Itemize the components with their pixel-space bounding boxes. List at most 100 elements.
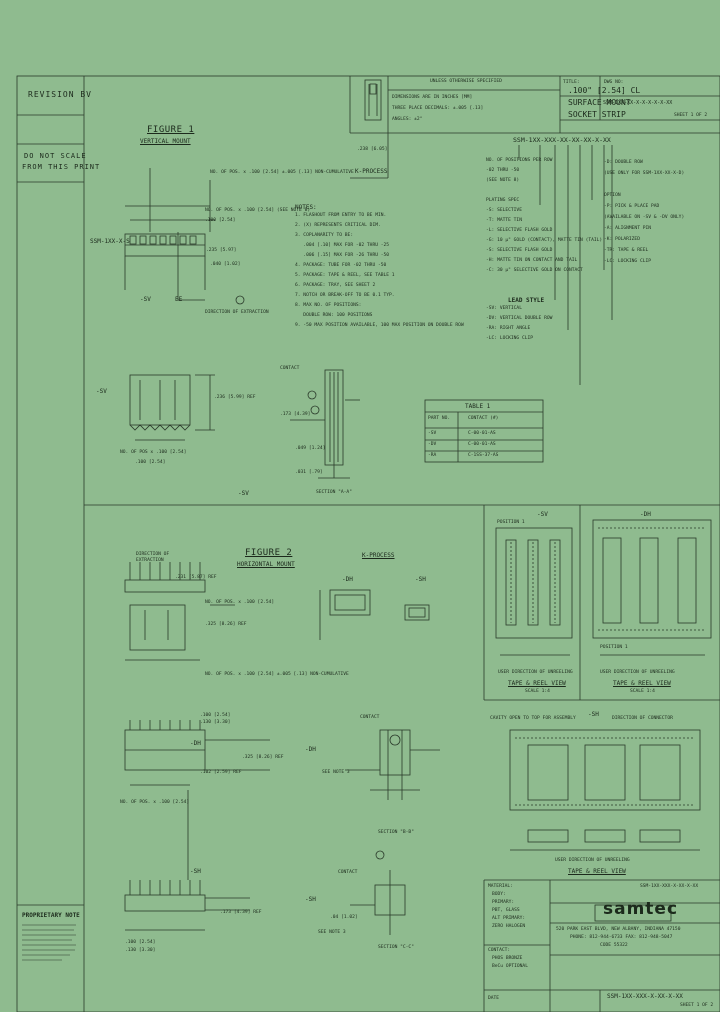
table1-cell: -DV bbox=[428, 442, 437, 447]
part-number-right-option-line: -D: DOUBLE ROW bbox=[604, 160, 643, 165]
part-number-option-line: -L: SELECTIVE FLASH GOLD bbox=[486, 228, 553, 233]
sv-section-label: -SV bbox=[96, 388, 107, 395]
section-a-dim2: .049 [1.24] bbox=[295, 446, 326, 451]
tape-sh-note2: DIRECTION OF CONNECTOR bbox=[612, 716, 673, 721]
figure1-sv-label: -SV bbox=[140, 296, 151, 303]
tape-sv-scale: SCALE 1:4 bbox=[525, 689, 550, 694]
contact-material-line: PHOS BRONZE bbox=[492, 956, 523, 961]
part-number-right-option-line: -P: PICK & PLACE PAD bbox=[604, 204, 660, 209]
part-number-option-line: (SEE NOTE 8) bbox=[486, 178, 520, 183]
tape-sv-label: -SV bbox=[537, 511, 548, 518]
do-not-scale-line2: FROM THIS PRINT bbox=[22, 163, 101, 171]
note-line: 7. NOTCH OR BREAK-OFF TO BE 0.1 TYP. bbox=[295, 293, 395, 298]
figure1-dim-235: .235 [5.97] bbox=[206, 248, 237, 253]
part-number-option-line: -02 THRU -50 bbox=[486, 168, 520, 173]
material-line: PBT, GLASS bbox=[492, 908, 520, 913]
table1-title: TABLE 1 bbox=[465, 403, 491, 410]
material-line: ZERO HALOGEN bbox=[492, 924, 526, 929]
title-line3: SOCKET STRIP bbox=[568, 110, 626, 119]
contact-label: CONTACT: bbox=[488, 948, 511, 953]
sheet-number: SHEET 1 OF 2 bbox=[674, 113, 708, 118]
figure2-dim-no-pos: NO. OF POS. x .100 [2.54] bbox=[205, 600, 275, 605]
note-line: 4. PACKAGE: TUBE FOR -02 THRU -50 bbox=[295, 263, 387, 268]
code-line: CODE 55322 bbox=[600, 943, 628, 948]
sv-dim-236: .236 [5.99] REF bbox=[214, 395, 256, 400]
section-b-dh: -DH bbox=[305, 746, 316, 753]
lead-style-line: -LC: LOCKING CLIP bbox=[486, 336, 534, 341]
part-number-right-option-line: -TR: TAPE & REEL bbox=[604, 248, 649, 253]
figure2-dim-325: .325 [8.26] REF bbox=[205, 622, 247, 627]
tolerance-line2: THREE PLACE DECIMALS: ±.005 [.13] bbox=[392, 106, 484, 111]
section-c-title: SECTION "C-C" bbox=[378, 945, 414, 950]
tape-sv-caption: TAPE & REEL VIEW bbox=[508, 680, 566, 687]
note-line: 8. MAX NO. OF POSITIONS: bbox=[295, 303, 362, 308]
section-b-see-note: SEE NOTE 3 bbox=[322, 770, 350, 775]
note-line: .006 [.15] MAX FOR -26 THRU -50 bbox=[295, 253, 390, 258]
figure2-subtitle: HORIZONTAL MOUNT bbox=[237, 561, 295, 568]
revision-label: REVISION BV bbox=[28, 90, 92, 99]
k-process-ref-dim: .238 [6.05] bbox=[357, 147, 388, 152]
part-number-code: SSM-1XX-XXX-XX-XX-XX-X-XX bbox=[513, 136, 611, 144]
part-number-right-option-line: -LC: LOCKING CLIP bbox=[604, 259, 652, 264]
tape-dh-scale: SCALE 1:4 bbox=[630, 689, 655, 694]
section-a-contact: CONTACT bbox=[280, 366, 300, 371]
figure2b-dim2: .130 [3.30] bbox=[200, 720, 231, 725]
figure2c-dim3: .130 [3.30] bbox=[125, 948, 156, 953]
figure2b-dim1: .100 [2.54] bbox=[200, 713, 231, 718]
contact-material-line: BeCu OPTIONAL bbox=[492, 964, 528, 969]
figure1-tolerance-note: NO. OF POS. x .100 [2.54] ±.005 [.13] NO… bbox=[210, 170, 354, 175]
figure1-dim-040: .040 [1.02] bbox=[210, 262, 241, 267]
date-label: DATE bbox=[488, 996, 500, 1001]
tape-dh-caption: TAPE & REEL VIEW bbox=[613, 680, 671, 687]
part-number-option-line: -S: SELECTIVE FLASH GOLD bbox=[486, 248, 553, 253]
dwg-no: SSM-1XX-XX-X-X-X-X-X-XX bbox=[603, 100, 673, 106]
section-a-dim3: .031 [.79] bbox=[295, 470, 323, 475]
note-line: 1. FLASHOUT FROM ENTRY TO BE MIN. bbox=[295, 213, 387, 218]
tape-dh-position: POSITION 1 bbox=[600, 645, 628, 650]
bottom-sheet: SHEET 1 OF 2 bbox=[680, 1003, 714, 1008]
note-line: 5. PACKAGE: TAPE & REEL, SEE TABLE 1 bbox=[295, 273, 395, 278]
k-process-title2: K-PROCESS bbox=[362, 552, 395, 559]
figure1-title: FIGURE 1 bbox=[147, 125, 195, 135]
section-b-title: SECTION "B-B" bbox=[378, 830, 414, 835]
material-line: BODY: bbox=[492, 892, 506, 897]
samtec-logo: samtec bbox=[603, 899, 679, 919]
part-number-right-option-line: OPTION bbox=[604, 193, 621, 198]
section-b-contact: CONTACT bbox=[360, 715, 380, 720]
tape-dh-label: -DH bbox=[640, 511, 651, 518]
table1-cell: -RA bbox=[428, 453, 437, 458]
figure2c-sh-label: -SH bbox=[190, 868, 201, 875]
note-line: 6. PACKAGE: TRAY, SEE SHEET 2 bbox=[295, 283, 376, 288]
figure2-title: FIGURE 2 bbox=[245, 548, 293, 558]
table1-cell: C-1SS-37-AS bbox=[468, 453, 499, 458]
figure2-direction1: DIRECTION OF bbox=[136, 552, 170, 557]
tolerance-line1: DIMENSIONS ARE IN INCHES [MM] bbox=[392, 95, 473, 100]
proprietary-note-title: PROPRIETARY NOTE bbox=[22, 912, 80, 919]
figure2b-dim-102: .102 [2.59] REF bbox=[200, 770, 242, 775]
figure2b-tolerance-note: NO. OF POS. x .100 [2.54] ±.005 [.13] NO… bbox=[205, 672, 349, 677]
sv-dim-no-pos: NO. OF POS x .100 [2.54] bbox=[120, 450, 187, 455]
title-line2: SURFACE MOUNT bbox=[568, 98, 631, 107]
section-a-dim1: .173 [4.39] bbox=[280, 412, 311, 417]
part-number-small: SSM-1XX-XXX-X-XX-X-XX bbox=[640, 884, 699, 889]
bottom-part-number: SSM-1XX-XXX-X-XX-X-XX bbox=[607, 993, 683, 1000]
section-a-title: SECTION "A-A" bbox=[316, 490, 352, 495]
figure2b-dim-no-pos: NO. OF POS. x .100 [2.54] bbox=[120, 800, 190, 805]
lead-style-line: -DV: VERTICAL DOUBLE ROW bbox=[486, 316, 553, 321]
figure2b-dh-label: -DH bbox=[190, 740, 201, 747]
material-line: ALT PRIMARY: bbox=[492, 916, 526, 921]
part-number-option-line: NO. OF POSITIONS PER ROW bbox=[486, 158, 553, 163]
table1-cell: C-00-01-AS bbox=[468, 442, 496, 447]
tape-sv-position: POSITION 1 bbox=[497, 520, 525, 525]
part-number-option-line: -H: MATTE TIN ON CONTACT AND TAIL bbox=[486, 258, 578, 263]
lead-style-line: -RA: RIGHT ANGLE bbox=[486, 326, 531, 331]
material-line: PRIMARY: bbox=[492, 900, 515, 905]
note-line: .004 [.10] MAX FOR -02 THRU -25 bbox=[295, 243, 390, 248]
part-number-option-line: -G: 10 µ" GOLD (CONTACT), MATTE TIN (TAI… bbox=[486, 238, 603, 243]
note-line: 9. -50 MAX POSITION AVAILABLE, 100 MAX P… bbox=[295, 323, 464, 328]
tolerance-header: UNLESS OTHERWISE SPECIFIED bbox=[430, 79, 502, 84]
part-number-right-option-line: -K: POLARIZED bbox=[604, 237, 640, 242]
section-c-sh: -SH bbox=[305, 896, 316, 903]
